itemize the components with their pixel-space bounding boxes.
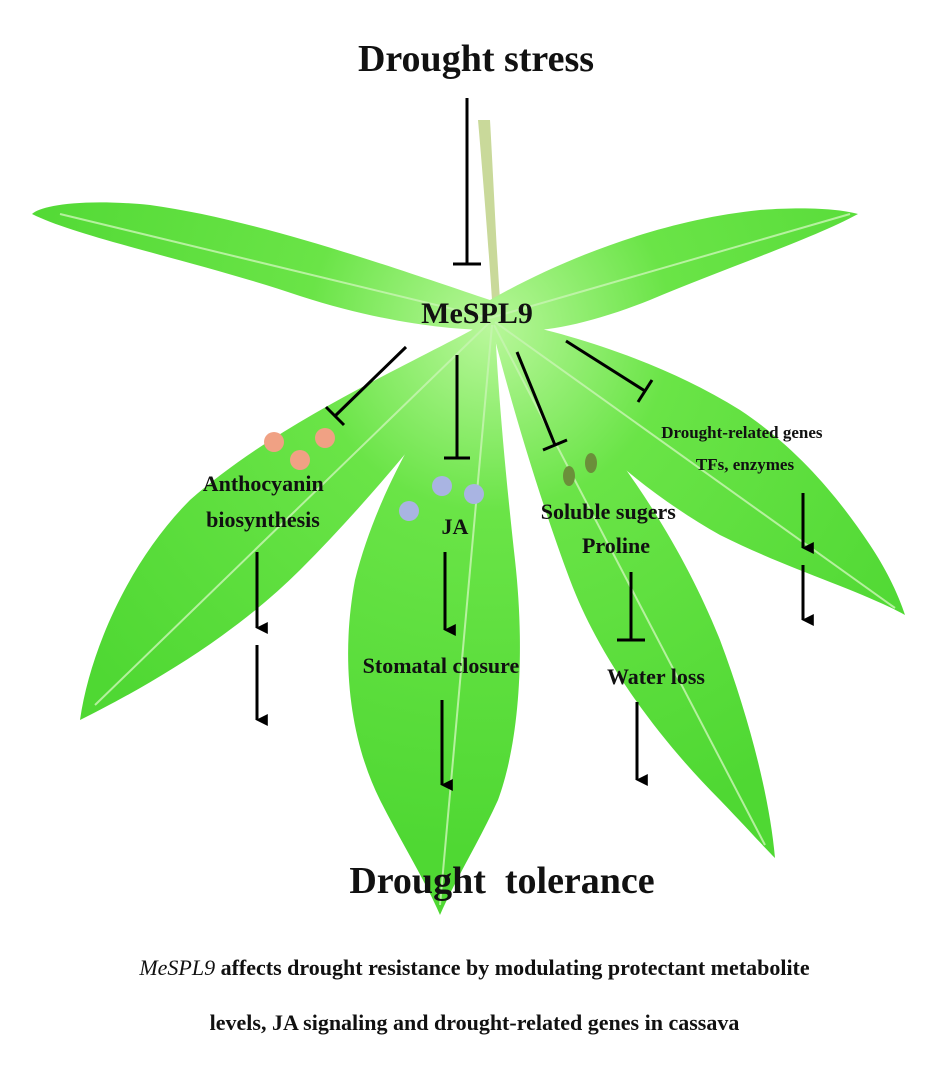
label-anthocyanin-line2: biosynthesis bbox=[206, 507, 320, 532]
caption-line-2: levels, JA signaling and drought-related… bbox=[209, 1010, 740, 1035]
anthocyanin-dot bbox=[264, 432, 284, 452]
sugar-dots bbox=[563, 453, 597, 486]
ja-dot bbox=[432, 476, 452, 496]
ja-dot bbox=[399, 501, 419, 521]
ja-dot bbox=[464, 484, 484, 504]
anthocyanin-dot bbox=[315, 428, 335, 448]
inhibit-mespl9-to-ja bbox=[444, 355, 470, 460]
caption-line-1-text: affects drought resistance by modulating… bbox=[215, 955, 810, 980]
caption-gene-name: MeSPL9 bbox=[139, 955, 216, 980]
anthocyanin-dot bbox=[290, 450, 310, 470]
label-water-loss: Water loss bbox=[607, 664, 705, 689]
label-anthocyanin-line1: Anthocyanin bbox=[203, 471, 324, 496]
label-sugars-line2: Proline bbox=[582, 533, 650, 558]
inhibit-drought-to-mespl9 bbox=[453, 98, 481, 266]
outcome-drought-tolerance: Drought tolerance bbox=[349, 860, 654, 902]
leaf-lobe-center bbox=[348, 325, 520, 915]
hub-mespl9: MeSPL9 bbox=[421, 297, 533, 330]
leaf-stem bbox=[478, 120, 500, 300]
label-drought-genes-line1: Drought-related genes bbox=[661, 423, 823, 442]
label-sugars: Soluble sugers Proline bbox=[541, 499, 682, 558]
sugar-dot bbox=[563, 466, 575, 486]
title-drought-stress: Drought stress bbox=[358, 38, 594, 80]
label-sugars-line1: Soluble sugers bbox=[541, 499, 677, 524]
arrows bbox=[255, 493, 814, 791]
label-anthocyanin: Anthocyanin biosynthesis bbox=[203, 471, 330, 532]
ja-dots bbox=[399, 476, 484, 521]
label-drought-genes-line2: TFs, enzymes bbox=[696, 455, 795, 474]
label-drought-genes: Drought-related genes TFs, enzymes bbox=[661, 423, 827, 474]
label-stomatal-closure: Stomatal closure bbox=[363, 653, 520, 678]
inhibit-mespl9-to-sugars bbox=[515, 351, 568, 452]
inhibit-mespl9-to-anthocyanin bbox=[324, 345, 408, 427]
inhibit-sugars-to-water-loss bbox=[617, 572, 645, 642]
anthocyanin-dots bbox=[264, 428, 335, 470]
sugar-dot bbox=[585, 453, 597, 473]
caption-line-1: MeSPL9 affects drought resistance by mod… bbox=[0, 953, 949, 983]
label-ja: JA bbox=[442, 514, 469, 539]
inhibit-mespl9-to-genes bbox=[565, 339, 654, 403]
